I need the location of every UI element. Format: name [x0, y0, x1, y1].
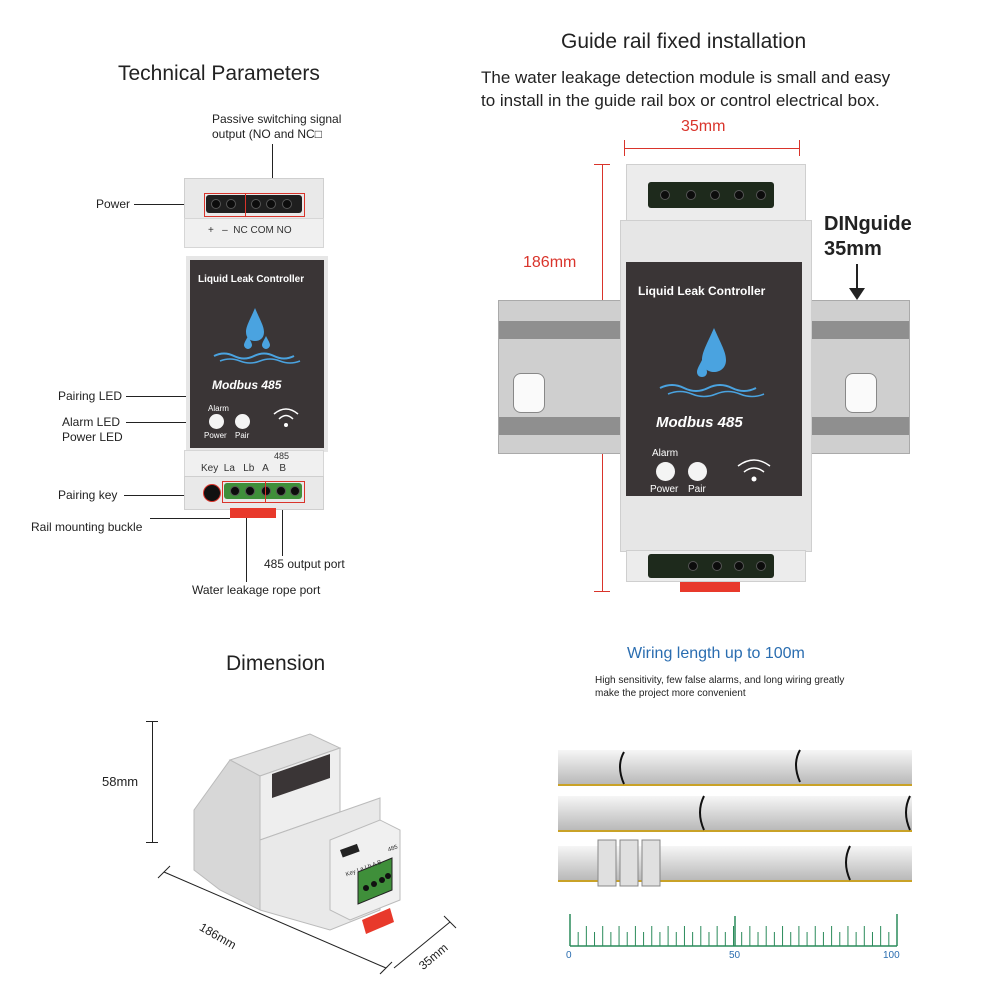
arrow-down-icon	[849, 288, 865, 300]
guide-desc-line2: to install in the guide rail box or cont…	[481, 91, 880, 110]
din-arrow	[856, 264, 858, 294]
wiring-desc-line1: High sensitivity, few false alarms, and …	[595, 675, 845, 686]
power-led-text: Power	[204, 431, 227, 440]
rail-buckle	[230, 508, 276, 518]
rail-pair-led	[688, 462, 707, 481]
guide-desc-line1: The water leakage detection module is sm…	[481, 68, 891, 87]
pairing-led-label: Pairing LED	[58, 389, 123, 403]
device-front-view: + – NC COM NO Liquid Leak Controller Mod…	[184, 178, 328, 518]
rail-alarm-led	[656, 462, 675, 481]
pair-led-text: Pair	[235, 431, 250, 440]
wireless-icon	[273, 408, 299, 427]
device-on-rail: Liquid Leak Controller Modbus 485 Alarm …	[620, 164, 812, 592]
technical-parameters-title: Technical Parameters	[118, 62, 320, 85]
top-terminal-labels: + – NC COM NO	[208, 225, 292, 236]
rail-buckle-label: Rail mounting buckle	[31, 520, 143, 534]
guide-rail-title: Guide rail fixed installation	[561, 30, 807, 53]
alarm-power-led	[209, 414, 224, 429]
height-dimension-tick	[152, 721, 153, 843]
passive-switch-label-2: output (NO and NC□	[212, 127, 322, 141]
alarm-led-leader	[126, 422, 208, 423]
power-label: Power	[96, 197, 131, 211]
rail-power-text: Power	[650, 484, 679, 495]
dimension-title: Dimension	[226, 652, 326, 675]
pairing-key-leader	[124, 495, 210, 496]
top-terminal-block	[206, 195, 302, 213]
height-186mm-label: 186mm	[523, 254, 577, 271]
output-485-leader	[282, 498, 283, 556]
rail-modbus-label: Modbus 485	[656, 414, 743, 431]
width-dimension-line	[624, 148, 800, 149]
rope-port-leader	[246, 500, 247, 582]
scale-label-0: 0	[566, 950, 572, 961]
pipe-1	[558, 750, 912, 786]
distance-scale	[569, 914, 898, 947]
rail-device-name: Liquid Leak Controller	[638, 284, 766, 298]
dimension-lines	[157, 865, 457, 975]
pairing-led-leader	[126, 396, 222, 397]
rail-slot-left	[513, 373, 545, 413]
rail-red-buckle	[680, 582, 740, 592]
rail-top-terminal	[648, 182, 774, 208]
rail-bottom-terminal	[648, 554, 774, 578]
device-name: Liquid Leak Controller	[198, 274, 305, 285]
passive-switch-leader	[272, 144, 273, 194]
wiring-title: Wiring length up to 100m	[627, 645, 805, 662]
bottom-terminal-block	[224, 483, 302, 499]
rail-water-drop-icon	[659, 328, 765, 398]
device-isometric-view	[193, 733, 401, 934]
rail-buckle-leader	[150, 518, 230, 519]
din-35mm-label: 35mm	[824, 238, 882, 260]
pairing-key-label: Pairing key	[58, 488, 118, 502]
water-drop-icon	[213, 308, 301, 364]
height-58mm-label: 58mm	[102, 774, 139, 789]
scale-label-50: 50	[729, 950, 741, 961]
bottom-485-label: 485	[274, 451, 290, 461]
din-guide-label: DINguide	[824, 213, 912, 235]
rail-pair-text: Pair	[688, 484, 706, 495]
alarm-led-text: Alarm	[208, 404, 229, 413]
output-485-label: 485 output port	[264, 557, 345, 571]
scale-label-100: 100	[883, 950, 900, 961]
passive-switch-label-1: Passive switching signal	[212, 112, 342, 126]
width-35mm-label: 35mm	[681, 118, 726, 135]
rail-alarm-text: Alarm	[652, 448, 679, 459]
bottom-terminal-labels: Key La Lb A B	[201, 463, 287, 474]
pipe-2	[558, 796, 912, 832]
rail-device-face	[626, 262, 802, 496]
pairing-key-button[interactable]	[203, 484, 221, 502]
power-leader	[134, 204, 206, 205]
pipe-clips	[597, 749, 911, 887]
alarm-led-label: Alarm LED	[62, 415, 121, 429]
pair-led	[235, 414, 250, 429]
rail-slot-right	[845, 373, 877, 413]
rope-port-label: Water leakage rope port	[192, 583, 321, 597]
modbus-label: Modbus 485	[212, 378, 282, 392]
wiring-desc-line2: make the project more convenient	[595, 688, 746, 699]
pipe-3	[558, 846, 912, 882]
rail-wireless-icon	[737, 459, 771, 482]
power-led-label: Power LED	[62, 430, 123, 444]
